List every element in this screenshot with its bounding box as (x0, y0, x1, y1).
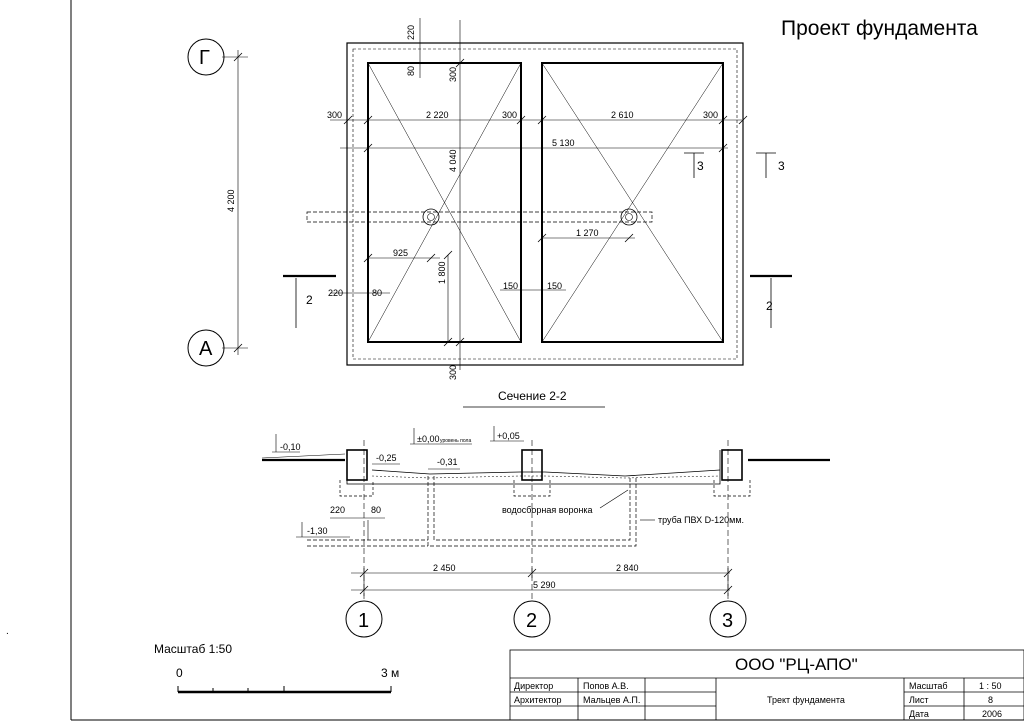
sheet-title: Проект фундамента (781, 17, 978, 40)
date-key: Дата (909, 709, 929, 719)
dim-300-left: 300 (327, 110, 342, 120)
dim-300-mid: 300 (502, 110, 517, 120)
plan-view (187, 18, 792, 370)
dim-150-right: 150 (547, 281, 562, 291)
plan-labels: Г А 2 2 3 3 220 80 300 300 2 220 300 2 6… (199, 25, 785, 380)
dim-2220: 2 220 (426, 110, 449, 120)
scale-label: Масштаб 1:50 (154, 642, 232, 656)
section-labels: -0,10 ±0,00 уровень пола +0,05 -0,25 -0,… (280, 431, 744, 632)
dim-300-top: 300 (448, 67, 458, 82)
section-axis-2: 2 (526, 610, 537, 632)
company-name: ООО "РЦ-АПО" (735, 655, 858, 674)
dim-5130: 5 130 (552, 138, 575, 148)
cut-label-2-left: 2 (306, 293, 313, 307)
scale-end: 3 м (381, 666, 399, 680)
architect-role: Архитектор (514, 695, 562, 705)
title-block (509, 649, 1024, 721)
dim-80-side: 80 (372, 288, 382, 298)
section-dim-80: 80 (371, 505, 381, 515)
note-pipe: труба ПВХ D-120мм. (658, 515, 744, 525)
axis-bubble-a: А (199, 338, 213, 360)
scale-bar: Масштаб 1:50 0 3 м (154, 642, 399, 694)
dim-300-right: 300 (703, 110, 718, 120)
sheet-key: Лист (909, 695, 929, 705)
note-funnel: водосборная воронка (502, 505, 593, 515)
dim-300-bottom: 300 (448, 365, 458, 380)
level-plus-005: +0,05 (497, 431, 520, 441)
axis-bubble-g: Г (199, 47, 210, 69)
dim-1270: 1 270 (576, 228, 599, 238)
level-minus-130: -1,30 (307, 526, 328, 536)
dim-1800: 1 800 (437, 261, 447, 284)
cut-label-3-left: 3 (697, 159, 704, 173)
date-value: 2006 (982, 709, 1002, 719)
section-dim-2450: 2 450 (433, 563, 456, 573)
level-minus-031: -0,31 (437, 457, 458, 467)
level-000-note: уровень пола (440, 438, 471, 444)
sheet-frame (70, 0, 1024, 721)
dim-220-top: 220 (406, 25, 416, 40)
level-minus-025: -0,25 (376, 453, 397, 463)
dim-150-left: 150 (503, 281, 518, 291)
scale-value: 1 : 50 (979, 681, 1002, 691)
dim-2610: 2 610 (611, 110, 634, 120)
section-dim-220: 220 (330, 505, 345, 515)
dim-220-side: 220 (328, 288, 343, 298)
level-000: ±0,00 (417, 434, 439, 444)
section-dim-5290: 5 290 (533, 580, 556, 590)
cut-label-3-right: 3 (778, 159, 785, 173)
cut-label-2-right: 2 (766, 299, 773, 313)
director-name: Попов А.В. (583, 681, 629, 691)
section-view (261, 426, 830, 638)
architect-name: Мальцев А.П. (583, 695, 640, 705)
level-minus-010: -0,10 (280, 442, 301, 452)
dim-4200: 4 200 (226, 189, 236, 212)
scale-key: Масштаб (909, 681, 948, 691)
section-title: Сечение 2-2 (498, 389, 567, 403)
section-dim-2840: 2 840 (616, 563, 639, 573)
section-axis-1: 1 (358, 610, 369, 632)
stray-mark: . (6, 626, 9, 637)
sheet-value: 8 (988, 695, 993, 705)
dim-925: 925 (393, 248, 408, 258)
dim-80-top: 80 (406, 66, 416, 76)
scale-start: 0 (176, 666, 183, 680)
director-role: Директор (514, 681, 553, 691)
section-axis-3: 3 (722, 610, 733, 632)
dim-4040: 4 040 (448, 149, 458, 172)
title-block-text: ООО "РЦ-АПО" Директор Попов А.В. Архитек… (514, 655, 1002, 719)
sheet-name: Трект фундамента (767, 695, 845, 705)
